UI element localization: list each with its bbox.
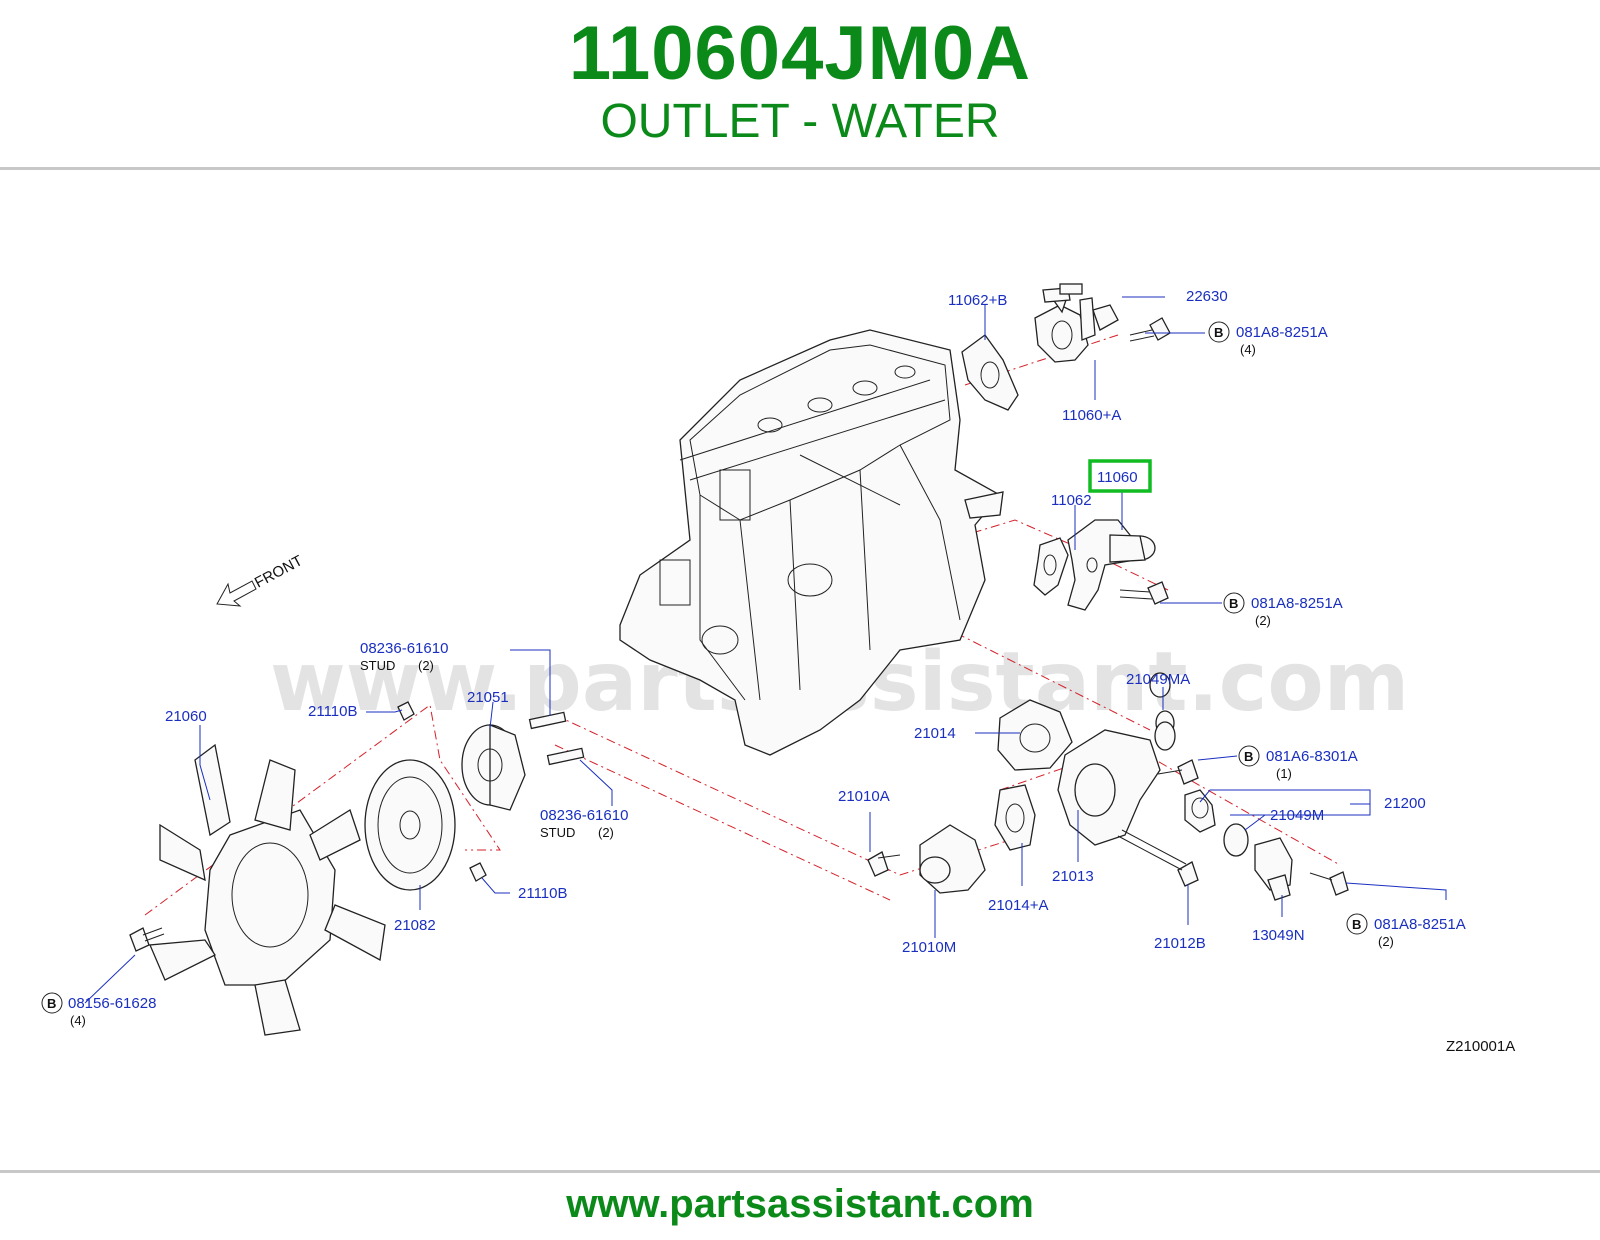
label-22630: 22630 [1186, 288, 1228, 305]
part-number-title: 110604JM0A [568, 11, 1032, 96]
front-direction-indicator: FRONT [216, 552, 306, 607]
bolt-callout-2: B 081A8-8251A (2) [1223, 592, 1343, 628]
water-outlet-11060 [1033, 519, 1169, 611]
bolt-code: 08156-61628 [68, 995, 156, 1012]
bolt-qty: (4) [1240, 342, 1256, 357]
bolt-qty: (2) [1378, 934, 1394, 949]
bolt-code: 081A8-8251A [1374, 916, 1466, 933]
label-stud-bottom: 08236-61610 [540, 807, 628, 824]
bolt-callout-5: B 08156-61628 (4) [41, 992, 156, 1028]
bolt-qty: (4) [70, 1013, 86, 1028]
label-21051: 21051 [467, 689, 509, 706]
part-name-subtitle: OUTLET - WATER [600, 95, 1000, 148]
label-21110b-top: 21110B [308, 703, 358, 720]
bolt-callout-1: B 081A8-8251A (4) [1208, 321, 1328, 357]
front-arrow-icon [216, 580, 257, 607]
footer-divider [0, 1170, 1600, 1173]
front-label: FRONT [252, 552, 306, 591]
part-labels: 22630 11062+B 11060+A 11060 11062 21049M… [165, 288, 1515, 1055]
label-21200: 21200 [1384, 795, 1426, 812]
label-21010m: 21010M [902, 939, 956, 956]
page-header: 110604JM0A OUTLET - WATER [0, 0, 1600, 168]
label-21110b-bottom: 21110B [518, 885, 568, 902]
label-21010a: 21010A [838, 788, 890, 805]
leader-lines [84, 296, 1447, 1004]
stud-qty-bottom: (2) [598, 825, 614, 840]
header-divider [0, 167, 1600, 170]
bolt-code: 081A8-8251A [1251, 595, 1343, 612]
bolt-mark: B [1229, 596, 1238, 611]
bolt-mark: B [1214, 325, 1223, 340]
label-11060a: 11060+A [1062, 407, 1121, 424]
label-11060[interactable]: 11060 [1097, 469, 1138, 486]
footer-url[interactable]: www.partsassistant.com [566, 1182, 1034, 1226]
label-21082: 21082 [394, 917, 436, 934]
label-21014: 21014 [914, 725, 956, 742]
bolt-mark: B [1244, 749, 1253, 764]
label-21013: 21013 [1052, 868, 1094, 885]
bolt-code: 081A6-8301A [1266, 748, 1358, 765]
bolt-qty: (1) [1276, 766, 1292, 781]
diagram-code: Z210001A [1446, 1038, 1515, 1055]
label-21049m: 21049M [1270, 807, 1324, 824]
engine-block [619, 329, 1004, 756]
stud-qty-top: (2) [418, 658, 434, 673]
water-inlet-group [867, 672, 1349, 901]
label-21060: 21060 [165, 708, 207, 725]
label-11062b: 11062+B [948, 292, 1007, 309]
stud-word-top: STUD [360, 658, 395, 673]
bolt-qty: (2) [1255, 613, 1271, 628]
water-outlet-upper [961, 283, 1171, 411]
bolt-callout-3: B 081A6-8301A (1) [1238, 745, 1358, 781]
bolt-callout-4: B 081A8-8251A (2) [1346, 913, 1466, 949]
label-21012b: 21012B [1154, 935, 1206, 952]
label-13049n: 13049N [1252, 927, 1305, 944]
label-21014a: 21014+A [988, 897, 1048, 914]
highlight-box [1088, 459, 1152, 493]
fan-pulley-group [129, 701, 585, 1036]
label-11062: 11062 [1051, 492, 1092, 509]
label-stud-top: 08236-61610 [360, 640, 448, 657]
bolt-mark: B [1352, 917, 1361, 932]
stud-word-bottom: STUD [540, 825, 575, 840]
bolt-mark: B [47, 996, 56, 1011]
label-21049ma: 21049MA [1126, 671, 1190, 688]
bolt-code: 081A8-8251A [1236, 324, 1328, 341]
